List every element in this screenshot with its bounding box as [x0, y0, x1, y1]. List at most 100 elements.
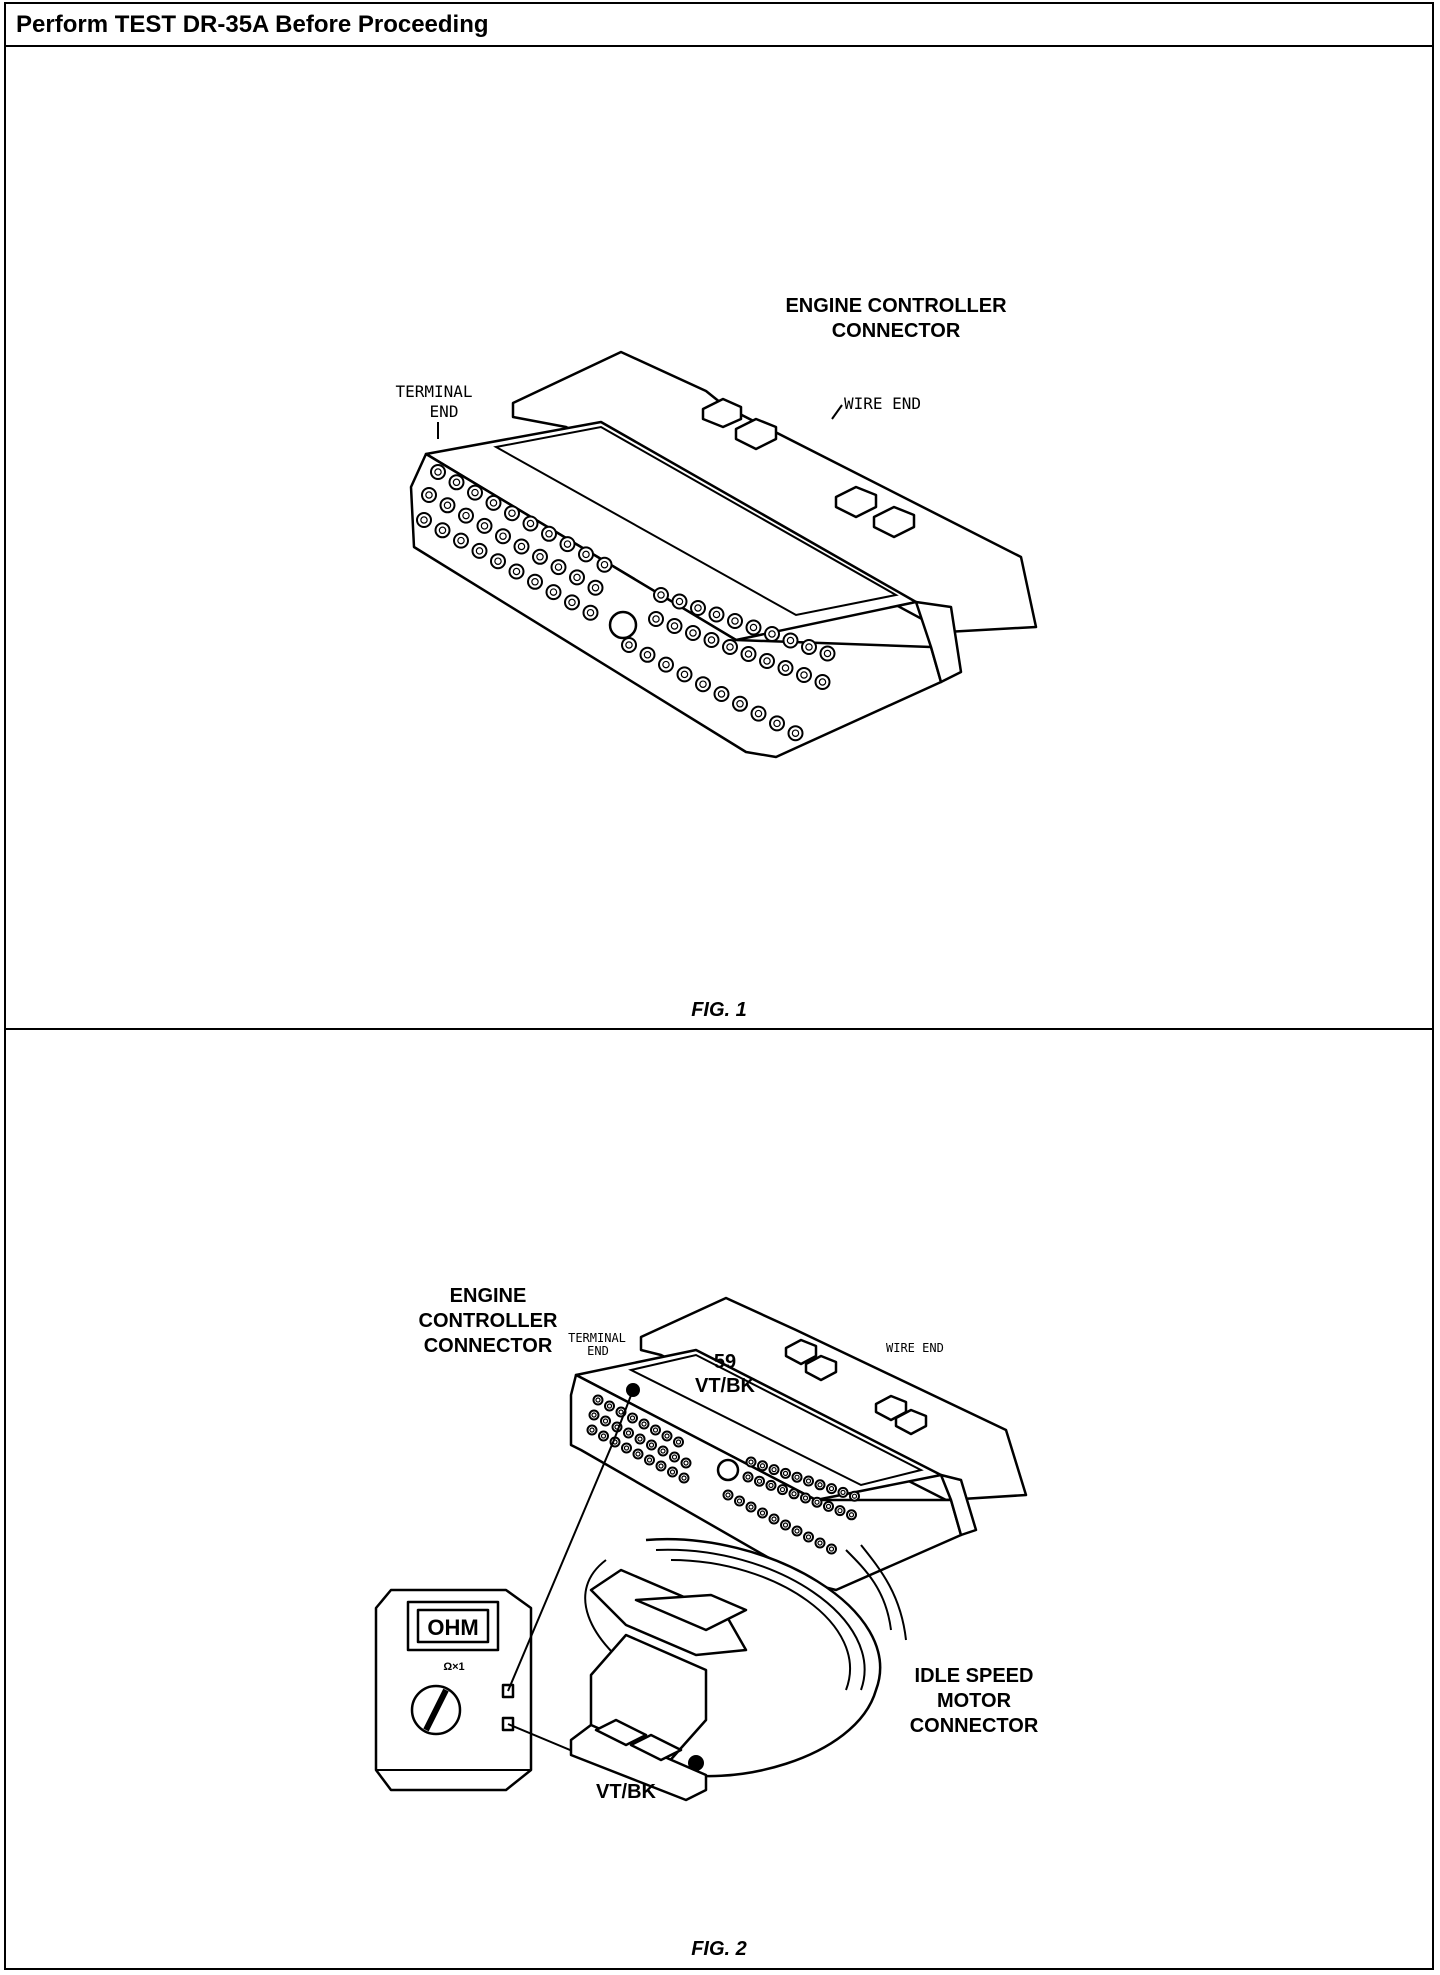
- figure-1-caption: FIG. 1: [691, 999, 747, 1021]
- pin-row-f-6: [732, 695, 748, 712]
- pin-row-a-socket-8: [582, 550, 590, 559]
- pin2-row-f-socket-0: [725, 1492, 731, 1498]
- pin2-row-d-socket-6: [817, 1482, 823, 1488]
- pin2-row-f-3: [757, 1507, 768, 1519]
- pin2-row-d-socket-7: [828, 1485, 835, 1492]
- pin-row-b-socket-1: [443, 501, 452, 510]
- pin-wire-label: VT/BK: [695, 1375, 756, 1397]
- pin-row-b-socket-4: [499, 532, 507, 540]
- pin-row-f-socket-6: [736, 700, 744, 708]
- pin2-row-f-5: [780, 1519, 791, 1531]
- pin-row-c-2: [453, 532, 469, 549]
- pin-row-b-socket-5: [517, 542, 526, 551]
- pin2-row-d-7: [826, 1483, 837, 1495]
- pin-row-a-socket-9: [600, 560, 609, 569]
- pin2-row-c-socket-3: [623, 1445, 630, 1451]
- pin-row-c-socket-9: [586, 608, 595, 617]
- pin2-row-c-5: [644, 1454, 655, 1466]
- pin-row-d-9: [819, 645, 836, 662]
- pin-row-b-6: [532, 548, 548, 565]
- pin-row-f-socket-5: [717, 690, 726, 698]
- pin2-row-c-0: [586, 1424, 598, 1436]
- pin-row-e-0: [648, 611, 664, 627]
- pin2-row-f-socket-5: [782, 1522, 789, 1528]
- pin2-row-b-4: [634, 1433, 646, 1445]
- pin-row-d-socket-6: [768, 630, 776, 638]
- pin-row-b-1: [439, 497, 456, 514]
- pin-row-c-socket-8: [568, 598, 576, 607]
- pin2-row-e-socket-4: [791, 1491, 797, 1497]
- pin-row-c-7: [545, 584, 562, 601]
- pin2-row-a-1: [604, 1400, 615, 1412]
- connector2-right-end: [939, 1473, 978, 1537]
- pin-row-b-4: [495, 528, 511, 545]
- pin-row-c-socket-5: [512, 567, 521, 576]
- pin-row-e-socket-4: [726, 643, 734, 651]
- pin2-row-b-7: [669, 1451, 680, 1463]
- connector2-label-line3: CONNECTOR: [424, 1335, 553, 1357]
- pin2-row-e-4: [788, 1488, 800, 1500]
- figure-2-caption: FIG. 2: [691, 1938, 747, 1960]
- pin-row-d-3: [708, 606, 725, 623]
- pin-row-e-5: [740, 646, 757, 662]
- pin2-row-c-8: [678, 1472, 690, 1484]
- meter-display-text: OHM: [427, 1615, 478, 1640]
- pin-row-a-socket-3: [489, 499, 498, 507]
- pin2-row-b-socket-6: [660, 1448, 666, 1454]
- pin-row-e-socket-7: [781, 664, 790, 672]
- pin-row-a-socket-1: [452, 478, 461, 487]
- pin2-row-c-socket-1: [600, 1433, 607, 1439]
- pin2-row-a-socket-2: [618, 1409, 624, 1415]
- connector-top-channel: [493, 425, 899, 617]
- pin2-row-e-socket-9: [848, 1512, 855, 1518]
- connector-right-end: [914, 600, 963, 684]
- pin2-row-a-socket-0: [595, 1397, 601, 1403]
- pin2-row-e-socket-7: [825, 1503, 832, 1510]
- engine-controller-connector-1: [409, 350, 1038, 759]
- pin-row-f-socket-1: [643, 651, 652, 659]
- multimeter: OHM Ω×1: [374, 1588, 533, 1792]
- pin2-row-c-3: [621, 1442, 632, 1454]
- pin-row-f-socket-3: [680, 670, 689, 679]
- pin2-row-e-1: [754, 1475, 765, 1487]
- pin-row-c-socket-2: [457, 536, 465, 545]
- pin2-row-c-socket-8: [681, 1475, 687, 1481]
- pin2-row-b-5: [646, 1439, 657, 1451]
- pin-row-d-socket-5: [749, 623, 758, 632]
- pin2-row-f-8: [814, 1537, 826, 1549]
- pin2-row-e-9: [846, 1509, 857, 1521]
- pin2-row-a-socket-7: [675, 1439, 682, 1445]
- connector2-label-line1: ENGINE: [450, 1285, 527, 1307]
- pin-row-a-socket-6: [545, 530, 553, 538]
- pin-row-b-socket-2: [462, 511, 470, 520]
- connector2-front-face: [569, 1373, 963, 1592]
- pin-row-e-2: [685, 625, 701, 641]
- pin-row-d-socket-0: [657, 591, 665, 599]
- pin-row-e-socket-9: [818, 678, 827, 686]
- pin2-row-f-6: [791, 1525, 803, 1537]
- pin-row-f-4: [695, 676, 711, 693]
- pin-row-c-0: [416, 512, 432, 528]
- pin2-row-b-socket-8: [683, 1460, 689, 1466]
- pin-row-c-socket-0: [420, 516, 428, 524]
- pin2-row-b-socket-7: [671, 1454, 678, 1460]
- pin2-row-a-3: [627, 1412, 638, 1424]
- pin-row-a-9: [596, 556, 613, 573]
- pin-row-d-4: [727, 613, 743, 629]
- pin-row-d-socket-4: [731, 617, 739, 625]
- terminal-pins: [416, 464, 836, 742]
- pin2-row-e-socket-8: [837, 1507, 843, 1514]
- pin2-row-d-9: [849, 1490, 860, 1502]
- latch-tabs-2: [784, 1338, 928, 1436]
- pin-row-d-0: [653, 587, 669, 603]
- center-hole-2: [716, 1458, 740, 1482]
- pin-row-d-5: [745, 619, 762, 636]
- pin2-row-a-0: [592, 1394, 604, 1406]
- wire-end-label: WIRE END: [844, 394, 921, 413]
- pin2-row-c-4: [632, 1448, 644, 1460]
- pin2-row-d-socket-2: [771, 1466, 777, 1473]
- pin-row-b-socket-3: [480, 522, 489, 530]
- pin2-row-d-6: [814, 1479, 826, 1491]
- pin2-row-b-0: [588, 1409, 600, 1421]
- pin-number-label: 59: [714, 1351, 736, 1373]
